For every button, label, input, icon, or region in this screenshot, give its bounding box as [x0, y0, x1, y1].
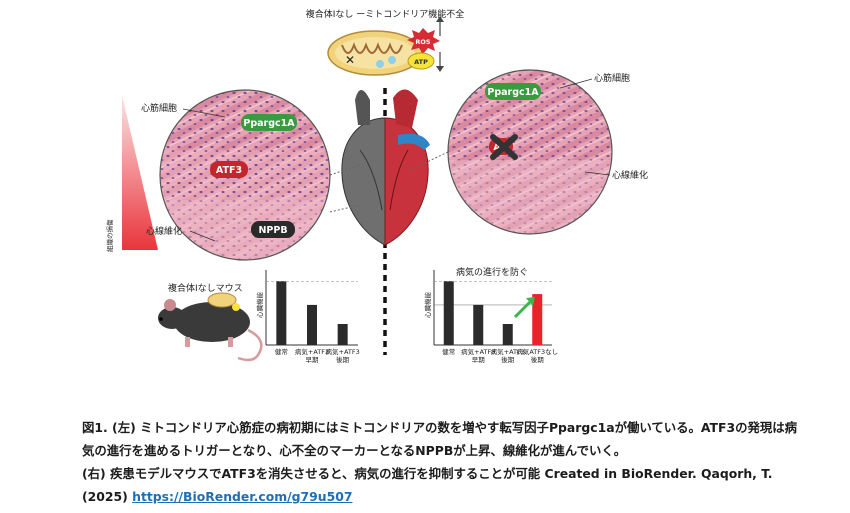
mouse-illustration [158, 292, 263, 362]
up-arrowhead-icon [436, 16, 444, 22]
ppargc1a-badge-left: Ppargc1A [241, 114, 297, 131]
left-fibrosis-label: 心線維化 [146, 225, 182, 237]
right-chart-tick-label-1-0: 病気+ATF3 [461, 347, 495, 356]
left-chart-tick-label-2-1: 後期 [336, 355, 350, 364]
right-chart-bar-0 [443, 281, 454, 345]
right-chart-bar-1 [473, 304, 484, 345]
caption-line1: 図1. (左) ミトコンドリア心筋症の病初期にはミトコンドリアの数を増やす転写因… [82, 420, 798, 458]
left-chart-ylabel: 心臓機能 [255, 292, 264, 319]
right-tissue-circle [447, 69, 613, 235]
svg-text:A: A [493, 142, 501, 153]
figure-illustration: 複合体Ⅰなし ーミトコンドリア機能不全 ✕ ROS ATP 組織の損傷 心筋細胞… [105, 8, 648, 364]
left-chart-tick-label-0-0: 健常 [275, 347, 288, 356]
right-chart-title: 病気の進行を防ぐ [456, 266, 528, 278]
atf3-badge: ATF3 [210, 161, 248, 178]
ros-badge: ROS [407, 28, 440, 54]
svg-text:Ppargc1A: Ppargc1A [243, 118, 295, 129]
svg-text:ATF3: ATF3 [216, 165, 242, 176]
damage-gradient [122, 95, 158, 250]
nppb-badge: NPPB [251, 221, 295, 238]
mito-top-label: 複合体Ⅰなし ーミトコンドリア機能不全 [306, 8, 465, 20]
green-arrow-icon [513, 297, 535, 319]
right-chart-tick-label-2-1: 後期 [501, 355, 515, 364]
right-chart-tick-label-0-0: 健常 [442, 347, 455, 356]
figure-caption: 図1. (左) ミトコンドリア心筋症の病初期にはミトコンドリアの数を増やす転写因… [82, 416, 802, 508]
atp-badge: ATP [407, 52, 435, 70]
right-cardiomyocyte-label: 心筋細胞 [594, 72, 630, 84]
right-chart-bar-2 [502, 324, 513, 345]
left-chart-tick-label-1-1: 早期 [306, 356, 320, 364]
atp-label: ATP [414, 58, 428, 66]
left-chart-tick-label-1-0: 病気+ATF3 [295, 347, 329, 356]
left-chart-tick-label-2-0: 病気+ATF3 [326, 347, 360, 356]
ros-label: ROS [415, 38, 431, 46]
right-chart-tick-label-2-0: 病気+ATF3 [491, 347, 525, 356]
gradient-label: 組織の損傷 [105, 219, 114, 252]
right-fibrosis-label: 心線維化 [612, 169, 648, 181]
mitochondria-illustration: ✕ [327, 30, 423, 76]
left-chart-bar-1 [307, 304, 317, 345]
svg-text:NPPB: NPPB [258, 225, 287, 236]
right-chart-ylabel: 心臓機能 [423, 292, 432, 319]
caption-line2: (右) 疾患モデルマウスでATF3を消失させると、病気の進行を抑制することが可能… [82, 462, 802, 508]
delete-x-icon [490, 134, 518, 160]
right-bar-chart: 心臓機能 健常病気+ATF3早期病気+ATF3後期病気ATF3なし後期 [423, 270, 558, 364]
svg-text:✕: ✕ [345, 53, 355, 67]
ppargc1a-badge-right: Ppargc1A [485, 83, 541, 100]
mouse-label: 複合体Ⅰなしマウス [168, 282, 243, 294]
left-cardiomyocyte-label: 心筋細胞 [141, 102, 177, 114]
left-bar-chart: 心臓機能 健常病気+ATF3早期病気+ATF3後期 [255, 270, 360, 364]
left-chart-bar-2 [337, 324, 348, 345]
right-chart-tick-label-3-0: 病気ATF3なし [516, 347, 558, 356]
right-chart-bar-3 [532, 294, 543, 345]
heart-illustration [341, 89, 430, 246]
svg-text:Ppargc1A: Ppargc1A [487, 87, 539, 98]
caption-line2-text: (右) 疾患モデルマウスでATF3を消失させると、病気の進行を抑制することが可能… [82, 466, 773, 504]
biorender-link[interactable]: https://BioRender.com/g79u507 [132, 489, 353, 504]
right-chart-tick-label-1-1: 早期 [472, 356, 486, 364]
down-arrowhead-icon [436, 66, 444, 72]
right-chart-tick-label-3-1: 後期 [531, 355, 545, 364]
left-chart-bar-0 [276, 281, 287, 345]
